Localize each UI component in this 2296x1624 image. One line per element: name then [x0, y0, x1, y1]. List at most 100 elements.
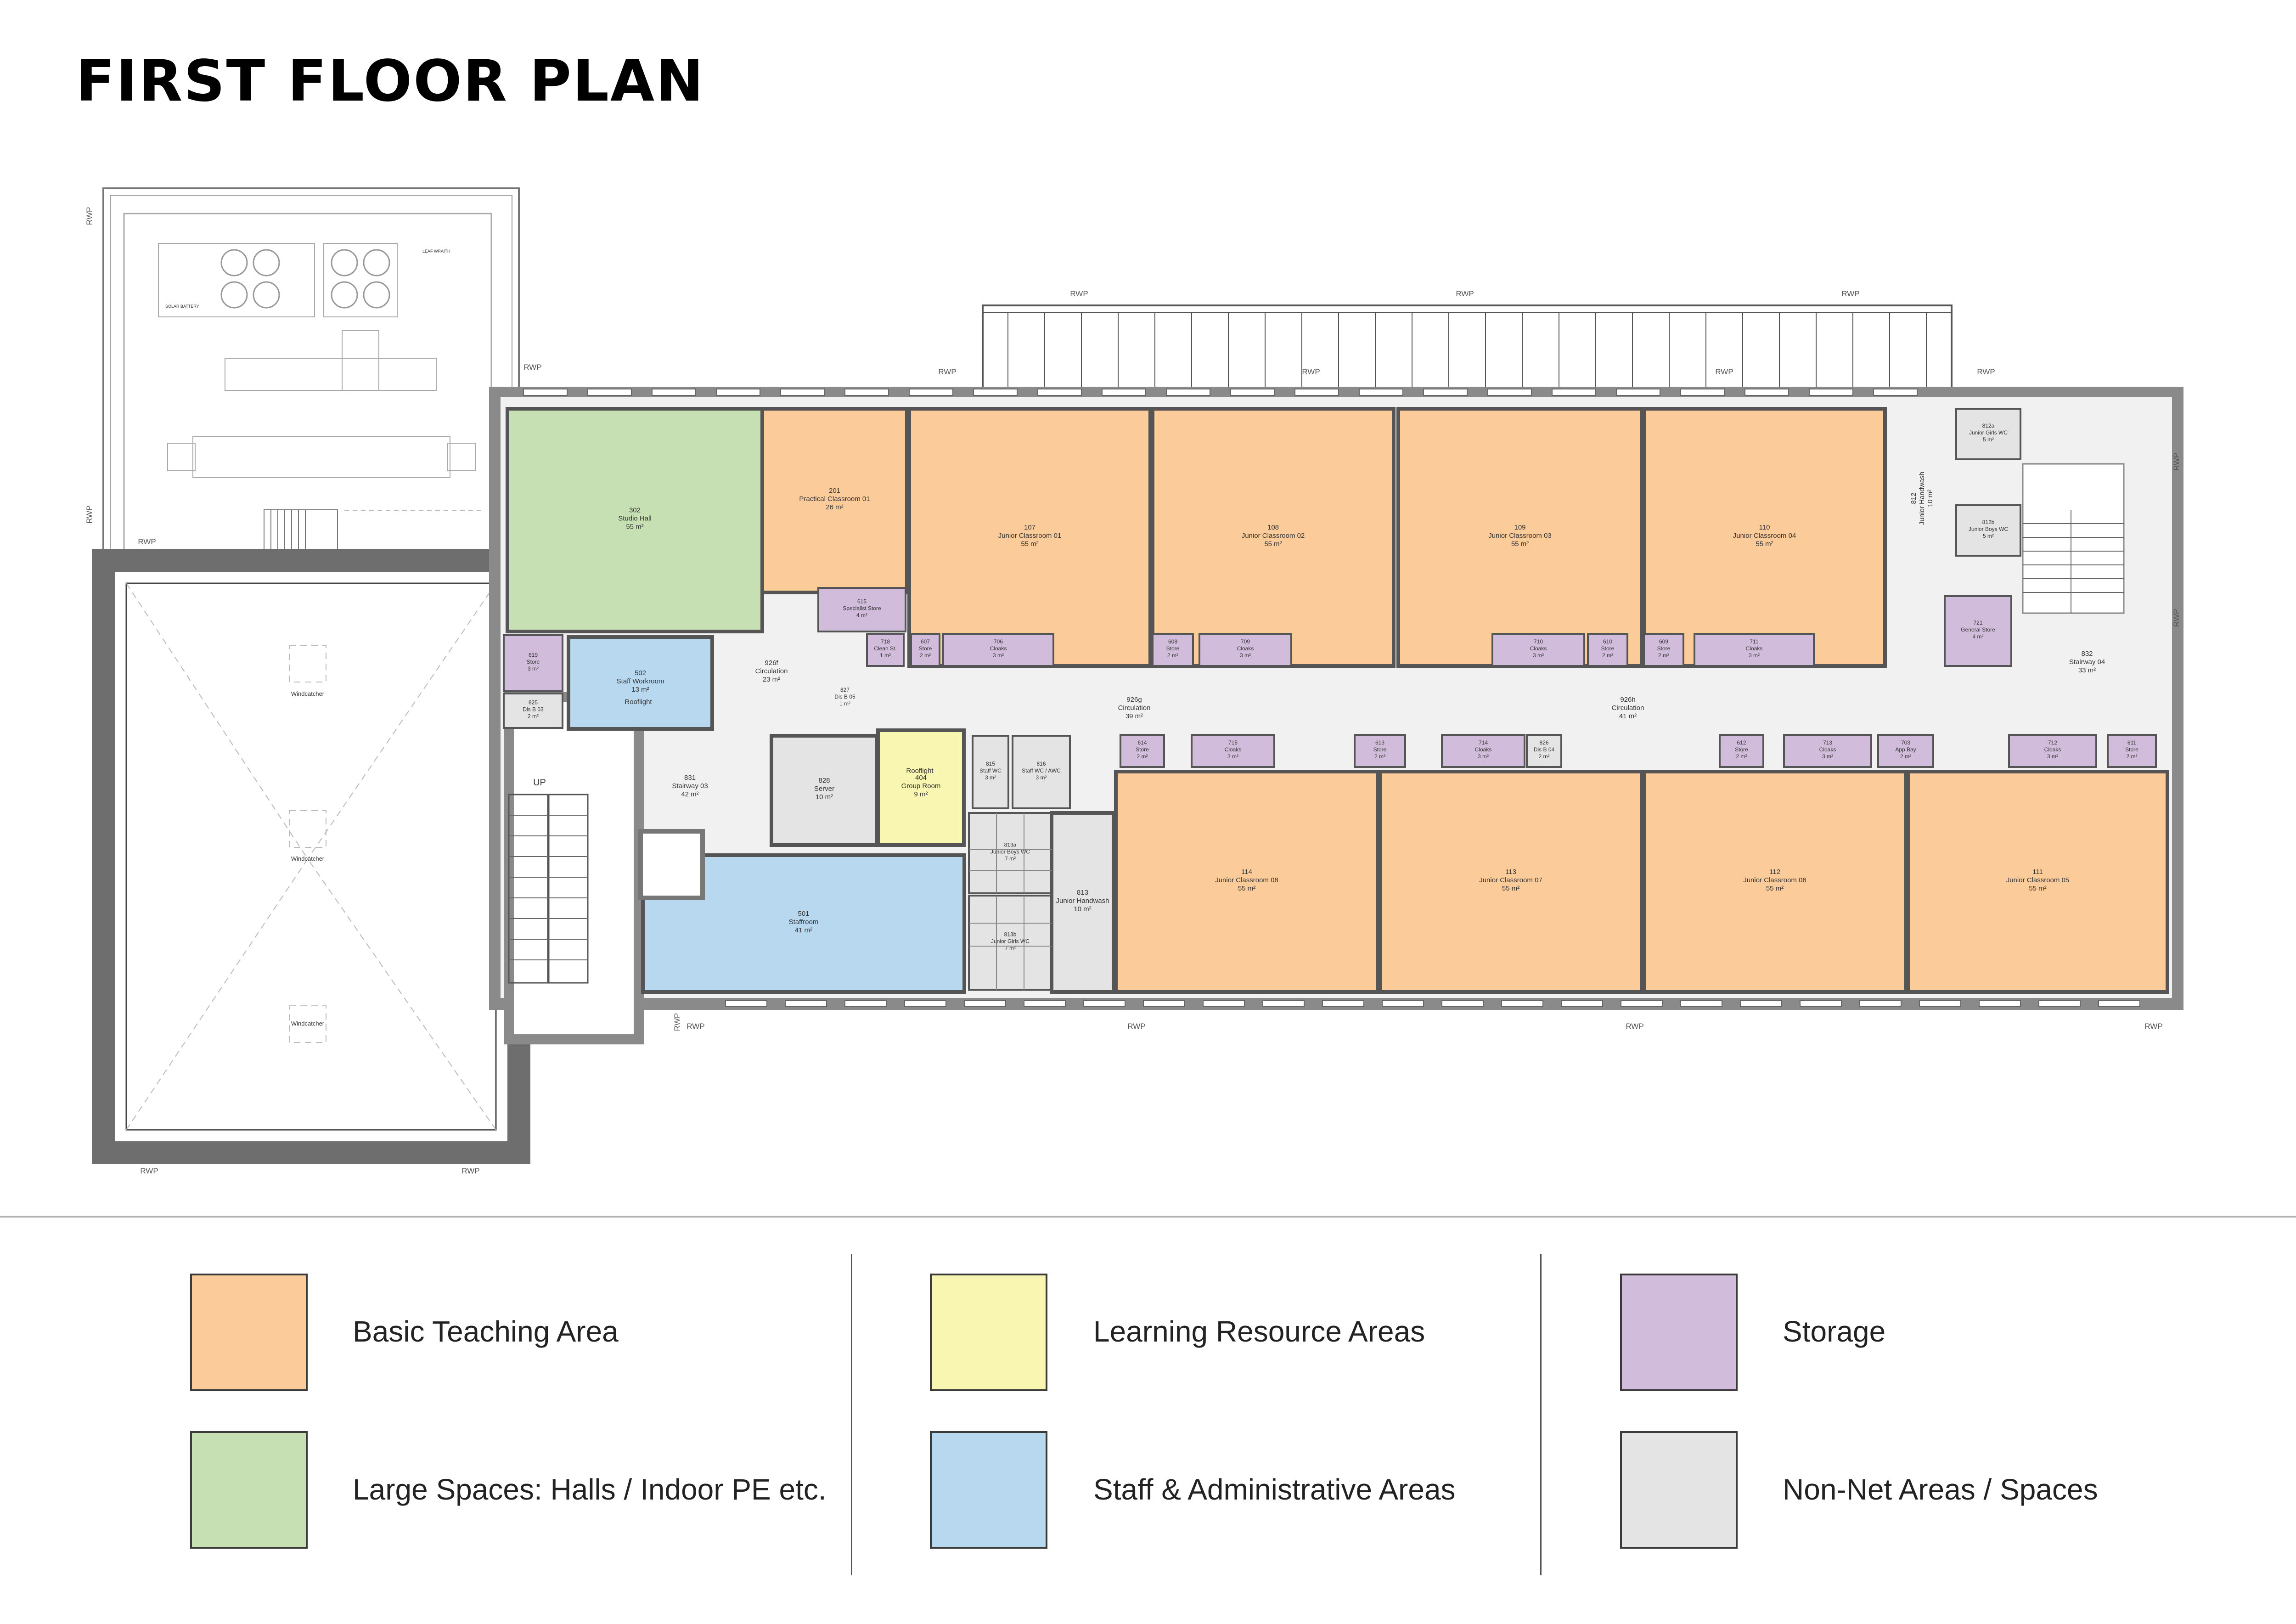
window [1979, 1000, 2021, 1007]
room-num: 815 [986, 761, 995, 767]
room-num: 832 [2081, 650, 2093, 658]
room-num: 712 [2048, 739, 2057, 746]
room-area: 3 m² [1036, 774, 1047, 781]
room-num: 607 [921, 638, 930, 645]
room-num: 827 [840, 687, 850, 693]
page-title: FIRST FLOOR PLAN [76, 48, 705, 114]
room-num: 813b [1004, 931, 1017, 938]
room-area: 55 m² [626, 523, 643, 531]
room-fill [2008, 734, 2097, 768]
room-area: 42 m² [681, 790, 698, 798]
room-num: 926h [1620, 696, 1635, 704]
window [1487, 389, 1532, 396]
room-fill [866, 633, 905, 667]
room-name: Cloaks [1237, 645, 1254, 652]
room-num: 813a [1004, 842, 1017, 848]
window [973, 389, 1018, 396]
room-fill [972, 735, 1009, 809]
rwp-label: RWP [1626, 1022, 1643, 1031]
window [844, 389, 889, 396]
legend-swatch-learning [930, 1274, 1047, 1391]
room-name: Stairway 04 [2069, 658, 2105, 666]
window [1083, 1000, 1125, 1007]
window [2038, 1000, 2081, 1007]
room-num: 111 [2032, 868, 2043, 876]
window [1102, 389, 1146, 396]
room-area: 55 m² [1502, 885, 1519, 892]
room-fill [1012, 735, 1071, 809]
room-num: 710 [1534, 638, 1543, 645]
rwp-label: RWP [687, 1022, 704, 1031]
room-num: 609 [1659, 638, 1668, 645]
room-num: 812a [1982, 423, 1995, 429]
room-num: 404 [915, 774, 927, 782]
room-name: Dis B 03 [523, 706, 544, 713]
room-fill [1151, 407, 1396, 668]
room-area: 2 m² [1900, 753, 1911, 760]
room-num: 714 [1479, 739, 1488, 746]
room-area: 3 m² [1478, 753, 1489, 760]
room-name: Server [814, 785, 834, 793]
room-area: 55 m² [1021, 540, 1038, 548]
room-area: 10 m² [816, 793, 833, 801]
room-name: Junior Boys WC [1969, 526, 2008, 532]
rwp-label: RWP [2172, 609, 2181, 627]
window [652, 389, 696, 396]
canopy [982, 304, 1953, 389]
room-num: 610 [1603, 638, 1612, 645]
room-name: Group Room [901, 782, 941, 790]
rwp-label: RWP [85, 506, 94, 524]
room-fill [506, 407, 764, 633]
room-name: Junior Classroom 08 [1215, 876, 1278, 884]
room-num: 619 [529, 652, 538, 658]
window [1423, 389, 1468, 396]
room-name: Junior Classroom 04 [1733, 532, 1796, 540]
rwp-label: RWP [1715, 367, 1733, 376]
room-fill [942, 633, 1054, 667]
room-name: Store [1601, 645, 1615, 652]
room-num: 711 [1750, 638, 1758, 645]
window [1382, 1000, 1424, 1007]
room-fill [1491, 633, 1585, 667]
room-area: 3 m² [1227, 753, 1238, 760]
room-fill [907, 407, 1152, 668]
room-num: 816 [1036, 761, 1046, 767]
room-num: 812b [1982, 519, 1995, 525]
window [1616, 389, 1660, 396]
legend-swatch-large [190, 1431, 308, 1549]
room-name: Studio Hall [618, 515, 652, 523]
room-name: Clean St. [874, 645, 896, 652]
window [1359, 389, 1403, 396]
room-name: Cloaks [1225, 746, 1242, 753]
room-num: 107 [1024, 524, 1035, 531]
room-area: 55 m² [2029, 885, 2046, 892]
rwp-label: RWP [1302, 367, 1320, 376]
room-name: Staffroom [789, 918, 819, 926]
room-num: 302 [629, 507, 641, 514]
room-name: Cloaks [1530, 645, 1547, 652]
legend-divider [1540, 1254, 1542, 1575]
room-fill [1120, 734, 1165, 768]
room-fill [1877, 734, 1934, 768]
window [2098, 1000, 2140, 1007]
room-name: Specialist Store [843, 605, 881, 612]
window [904, 1000, 946, 1007]
legend-swatch-staff [930, 1431, 1047, 1549]
windcatcher-roof: Windcatcher Windcatcher Windcatcher [92, 549, 530, 1164]
windows [523, 389, 2140, 1007]
window [844, 1000, 887, 1007]
room-area: 13 m² [631, 686, 649, 694]
room-area: 33 m² [2078, 666, 2096, 674]
room-name: Junior Handwash [1918, 472, 1926, 525]
room-num: 812 [1910, 492, 1918, 504]
rwp-label: RWP [938, 367, 956, 376]
